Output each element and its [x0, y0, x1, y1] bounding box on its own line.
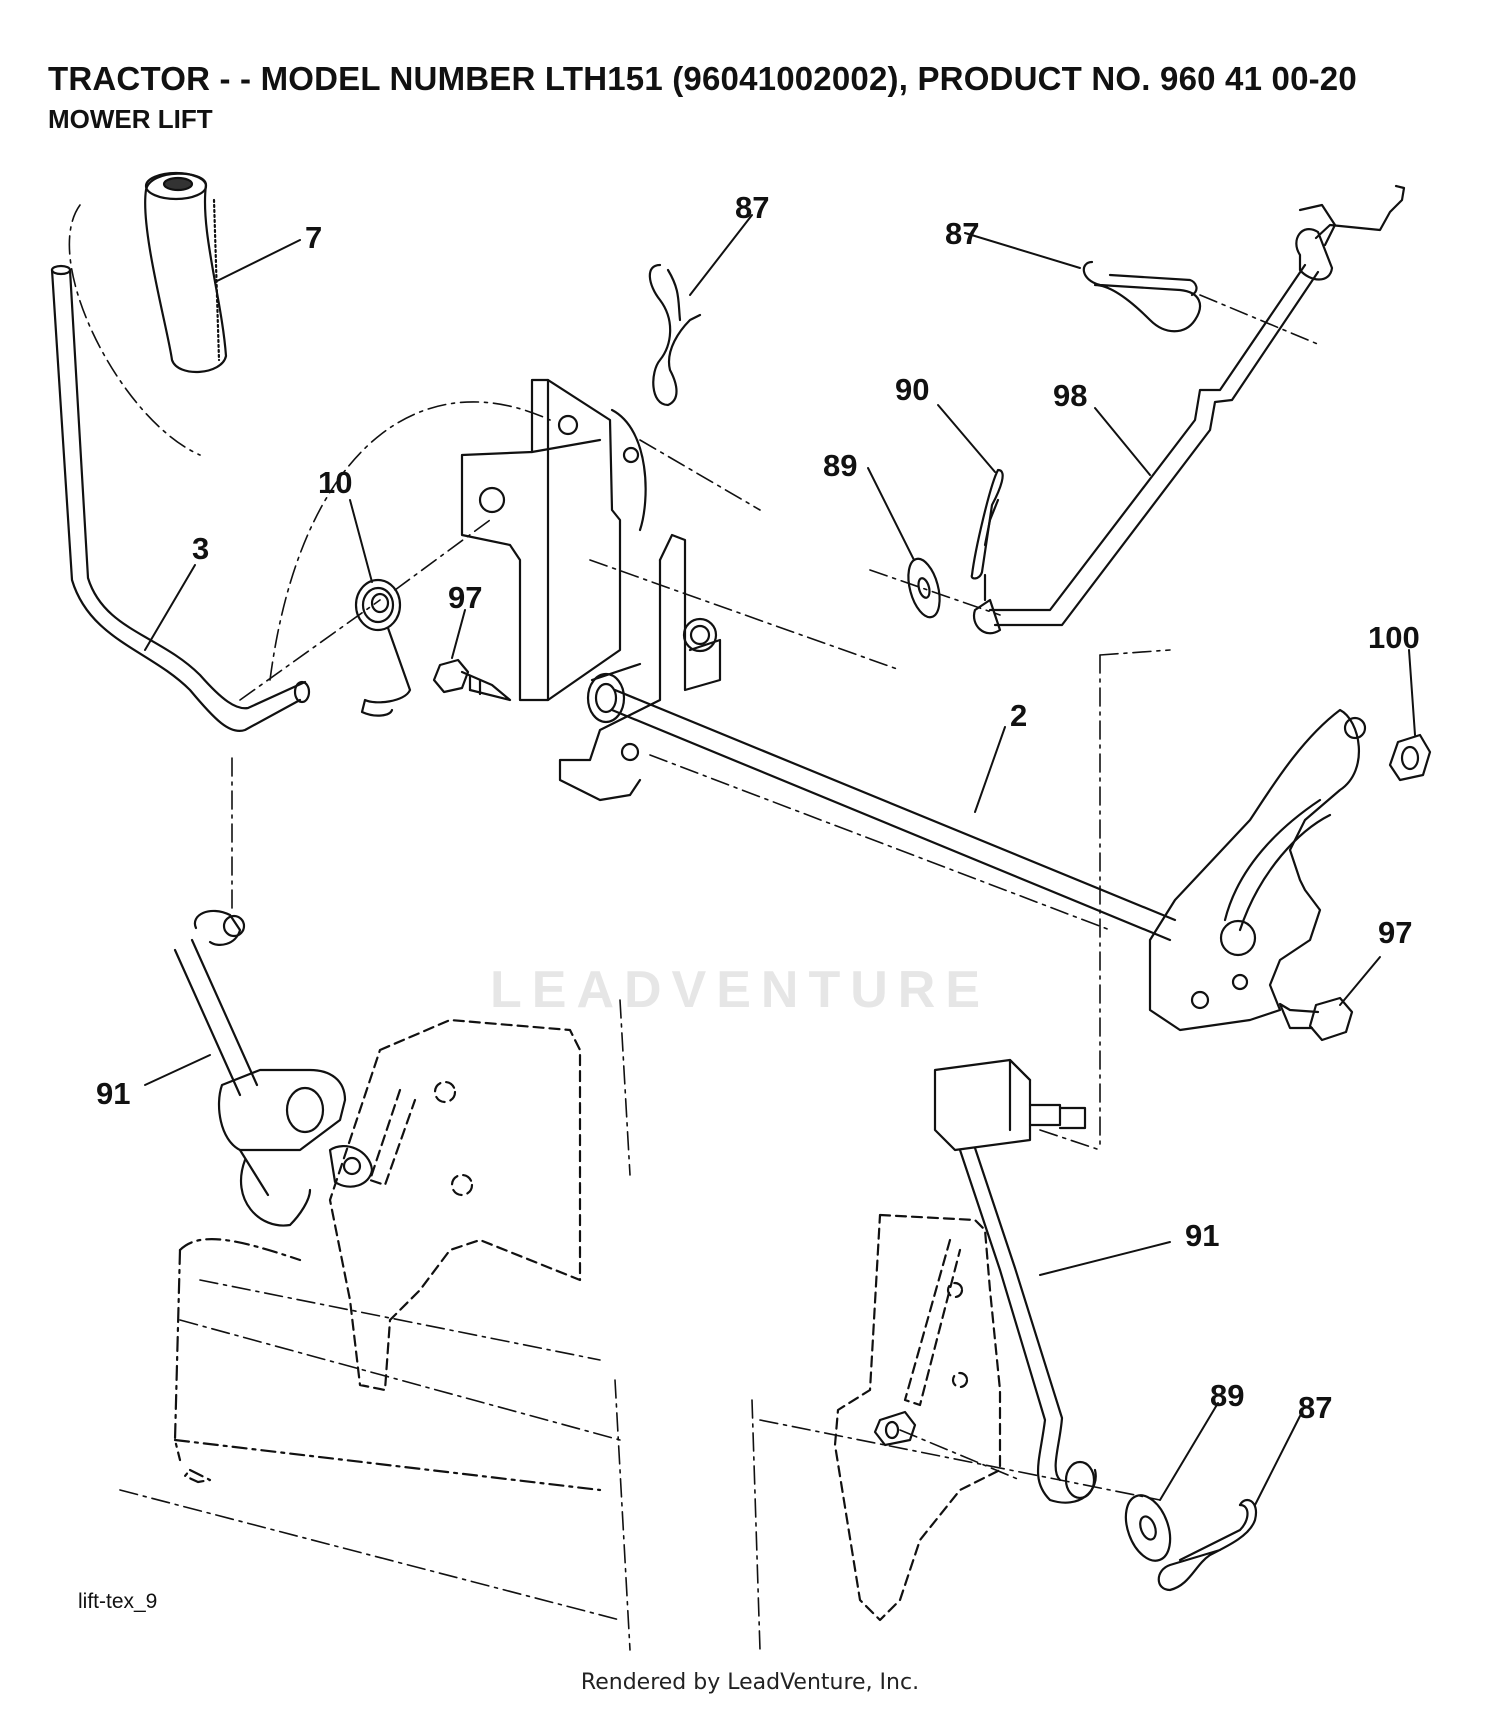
- callout-98: 98: [1053, 378, 1088, 413]
- bolt-part-97-right: [1278, 996, 1354, 1042]
- spring-part-10: [354, 578, 412, 717]
- callout-87-right: 87: [945, 216, 980, 251]
- callout-97-left: 97: [448, 580, 483, 615]
- callout-7: 7: [305, 220, 323, 255]
- callout-87-bottom: 87: [1298, 1390, 1333, 1425]
- callout-3: 3: [192, 531, 210, 566]
- right-deck-bracket: [833, 1213, 1002, 1622]
- callout-100: 100: [1368, 620, 1420, 655]
- left-mount-bracket: [460, 378, 647, 702]
- bolt-part-97-left: [432, 658, 512, 702]
- hairpin-clip-part-87-right: [1082, 260, 1202, 333]
- drawing-code: lift-tex_9: [78, 1590, 158, 1613]
- right-lift-arm: [1148, 708, 1367, 1032]
- washer-part-89-top: [907, 557, 941, 619]
- page-subtitle: MOWER LIFT: [48, 104, 213, 134]
- callout-89-top: 89: [823, 448, 858, 483]
- handle-grip-part-7: [144, 171, 228, 373]
- callout-2: 2: [1010, 698, 1028, 733]
- page-title: TRACTOR - - MODEL NUMBER LTH151 (9604100…: [48, 60, 1357, 97]
- callout-91-right: 91: [1185, 1218, 1220, 1253]
- callout-87-top: 87: [735, 190, 770, 225]
- callout-10: 10: [318, 465, 353, 500]
- washer-part-89-bottom: [1124, 1494, 1172, 1562]
- leader-lines: [144, 214, 1416, 1506]
- watermark-text: LEADVENTURE: [490, 961, 991, 1019]
- center-mount-bracket: [558, 533, 722, 802]
- nut-part-100: [1388, 733, 1432, 782]
- guide-lines: [68, 204, 1321, 1651]
- adjustment-rod-part-98: [972, 184, 1406, 635]
- mower-deck-outline-left: [173, 1238, 602, 1492]
- lift-link-part-91-left: [173, 909, 374, 1227]
- callout-97-right: 97: [1378, 915, 1413, 950]
- deck-pin-right: [873, 1410, 917, 1447]
- lift-lever-part-3: [50, 264, 311, 733]
- footer-credit: Rendered by LeadVenture, Inc.: [580, 1670, 920, 1695]
- left-deck-bracket: [328, 1018, 582, 1392]
- hairpin-clip-part-87-top: [648, 263, 702, 407]
- cross-shaft-part-2: [586, 672, 1177, 942]
- hairpin-clip-part-87-bottom: [1157, 1498, 1258, 1592]
- callout-90: 90: [895, 372, 930, 407]
- callout-89-bottom: 89: [1210, 1378, 1245, 1413]
- hairpin-part-90: [970, 468, 1004, 602]
- callout-91-left: 91: [96, 1076, 131, 1111]
- lift-link-part-91-right: [933, 1058, 1097, 1504]
